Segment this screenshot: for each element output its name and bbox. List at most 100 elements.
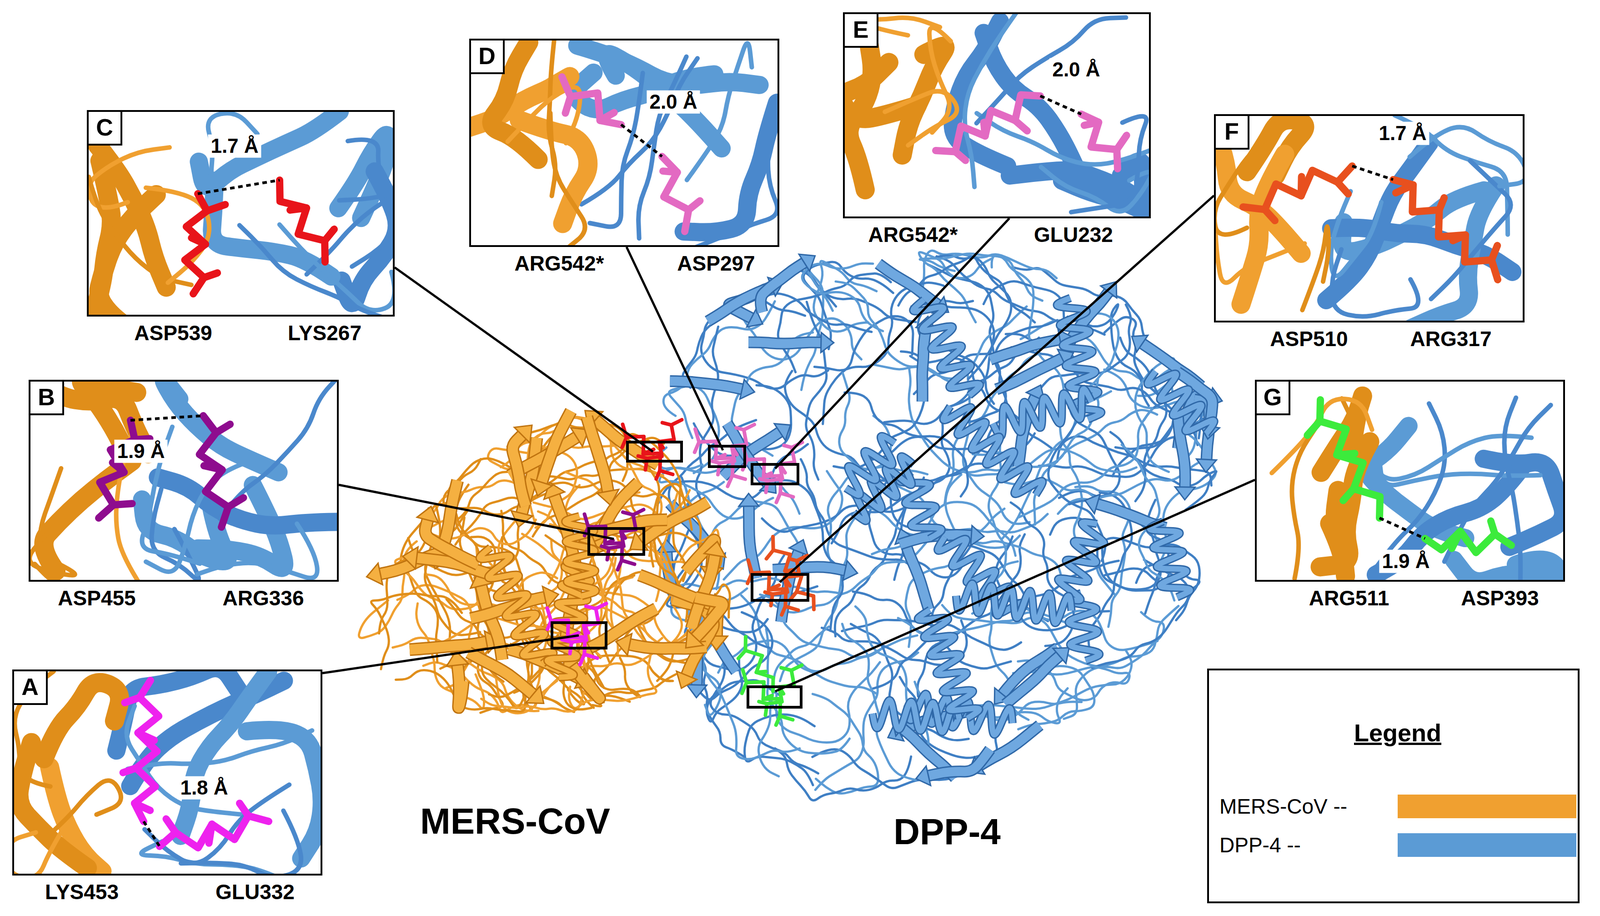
panel-letter: A: [21, 673, 39, 700]
strand-edge: [512, 435, 526, 507]
residue-branch: [783, 445, 792, 447]
inset-illustration: [30, 381, 337, 580]
highlight-frame: [709, 446, 745, 467]
coil-ribbon: [758, 626, 829, 777]
residue-branch: [731, 446, 737, 455]
residue-sticks: [745, 636, 774, 692]
inset-panel: ASP455ARG3361.9 ÅB: [28, 379, 339, 582]
residue-branch: [621, 531, 626, 538]
residue-branch: [617, 560, 622, 570]
beta-strand: [928, 749, 991, 776]
residue-label: LYS453: [45, 879, 119, 904]
residue-branch: [1336, 453, 1355, 455]
helix-edge: [912, 299, 980, 396]
strand-arrowhead: [739, 379, 755, 399]
coil-ribbon: [974, 649, 1132, 709]
alpha-helix: [479, 547, 554, 664]
highlight-frame: [752, 574, 808, 601]
panel-ribbon: [93, 160, 112, 315]
residue-branch: [134, 802, 151, 811]
alpha-helix: [1058, 521, 1105, 601]
strand-arrowhead: [402, 546, 418, 569]
panel-ribbon: [1041, 166, 1149, 211]
residue-branch: [1452, 235, 1466, 241]
inset-illustration: [844, 14, 1149, 217]
inset-panel: LYS453GLU3321.8 ÅA: [12, 669, 323, 876]
residue-branch: [776, 715, 781, 725]
panel-ribbon: [550, 112, 585, 246]
strand-arrowhead: [1174, 486, 1195, 500]
panel-ribbon: [638, 56, 687, 239]
beta-strand: [670, 381, 743, 390]
residue-branch: [165, 818, 176, 833]
residue-branch: [621, 436, 627, 447]
strand-arrowhead: [526, 685, 544, 703]
residue-label: ARG336: [222, 586, 305, 611]
residue-branch: [547, 620, 552, 629]
hydrogen-bond: [1379, 517, 1425, 539]
strand-edge: [748, 342, 822, 344]
residue-sticks: [1393, 179, 1498, 280]
leader-line: [779, 195, 1214, 582]
strand-arrowhead: [366, 562, 383, 585]
residue-branch: [781, 667, 792, 671]
strand-edge: [1005, 655, 1060, 705]
residue-branch: [113, 503, 133, 505]
residue-branch: [765, 591, 773, 594]
residue-branch: [1116, 135, 1127, 150]
panel-ribbon: [581, 58, 698, 205]
panel-ribbon: [1411, 185, 1497, 321]
residue-branch: [565, 96, 571, 113]
inset-illustration: [1215, 115, 1523, 321]
beta-strand: [1005, 655, 1060, 705]
distance-label: 1.9 Å: [114, 439, 168, 463]
strand-arrowhead: [514, 425, 532, 443]
panel-letter: F: [1224, 118, 1239, 145]
beta-strand: [760, 262, 805, 313]
residue-branch: [955, 151, 966, 161]
panel-ribbon: [196, 523, 318, 578]
residue-label: ASP539: [134, 321, 212, 346]
strand-edge: [904, 541, 929, 610]
panel-letter-box: G: [1254, 379, 1291, 416]
alpha-helix: [872, 700, 960, 733]
distance-label: 2.0 Å: [646, 90, 700, 114]
coil-ribbon: [371, 593, 462, 669]
panel-ribbon: [34, 468, 61, 579]
residue-branch: [1307, 421, 1320, 436]
residue-sticks: [159, 815, 269, 848]
helix-edge: [917, 609, 980, 719]
alpha-helix: [912, 299, 980, 396]
beta-strand: [586, 416, 608, 492]
strand-edge: [760, 262, 805, 313]
legend-text: DPP-4 --: [1219, 832, 1301, 858]
panel-letter: E: [852, 16, 869, 43]
panel-ribbon: [964, 14, 1018, 187]
inset-panel: ARG542*ASP2972.0 ÅD: [469, 38, 780, 247]
strand-edge: [425, 519, 478, 565]
panel-letter-box: E: [842, 12, 879, 48]
panel-ribbon: [14, 823, 67, 874]
residue-branch: [742, 682, 747, 694]
residue-branch: [983, 122, 986, 136]
residue-label: ARG511: [1309, 586, 1390, 611]
strand-edge: [922, 328, 926, 402]
panel-letter: G: [1263, 384, 1282, 411]
strand-arrowhead: [970, 525, 984, 546]
panel-ribbon: [1302, 226, 1329, 311]
legend-text: MERS-CoV --: [1219, 794, 1348, 819]
legend-box: LegendMERS-CoV --DPP-4 --: [1207, 668, 1580, 903]
panel-ribbon: [848, 42, 873, 190]
strand-arrowhead: [774, 423, 791, 441]
residue-label: LYS267: [287, 321, 362, 346]
residue-branch: [239, 802, 249, 816]
highlight-frame: [588, 528, 644, 555]
panel-letter-box: B: [28, 379, 65, 416]
residue-branch: [583, 625, 589, 633]
residue-branch: [204, 465, 223, 470]
residue-sticks: [935, 95, 1041, 152]
residue-branch: [662, 170, 678, 173]
residue-branch: [715, 454, 725, 459]
residue-branch: [1337, 182, 1349, 195]
strand-arrowhead: [630, 531, 648, 550]
